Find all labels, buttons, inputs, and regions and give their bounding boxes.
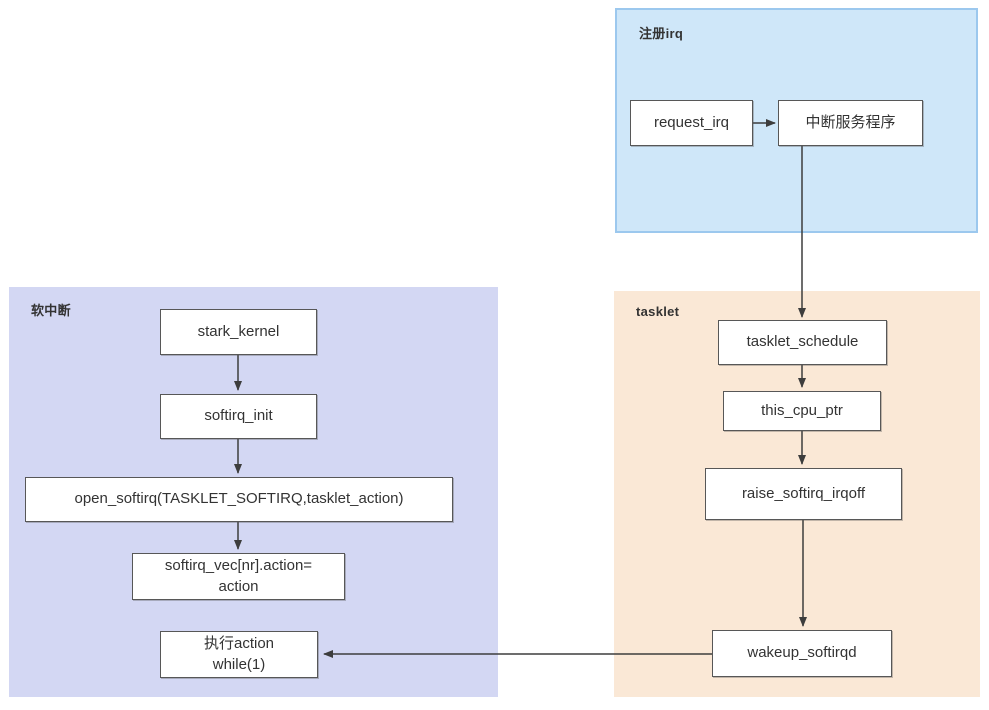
region-tasklet-label: tasklet <box>636 304 680 319</box>
node-softirq-vec-action-line1: softirq_vec[nr].action= <box>164 557 313 575</box>
node-exec-action-line2: while(1) <box>212 655 266 673</box>
node-raise-softirq-irqoff: raise_softirq_irqoff <box>705 468 902 520</box>
node-softirq-init: softirq_init <box>160 394 317 439</box>
node-exec-action-line1: 执行action <box>203 635 275 653</box>
node-wakeup-softirqd: wakeup_softirqd <box>712 630 892 677</box>
node-this-cpu-ptr: this_cpu_ptr <box>723 391 881 431</box>
region-register-irq-label: 注册irq <box>639 26 684 41</box>
region-softirq-label: 软中断 <box>31 303 71 318</box>
node-softirq-vec-action-line2: action <box>218 577 259 595</box>
node-exec-action: 执行action while(1) <box>160 631 318 678</box>
node-interrupt-service-routine: 中断服务程序 <box>778 100 923 146</box>
node-open-softirq: open_softirq(TASKLET_SOFTIRQ,tasklet_act… <box>25 477 453 522</box>
node-stark-kernel: stark_kernel <box>160 309 317 355</box>
node-softirq-vec-action: softirq_vec[nr].action= action <box>132 553 345 600</box>
node-tasklet-schedule: tasklet_schedule <box>718 320 887 365</box>
node-request-irq: request_irq <box>630 100 753 146</box>
